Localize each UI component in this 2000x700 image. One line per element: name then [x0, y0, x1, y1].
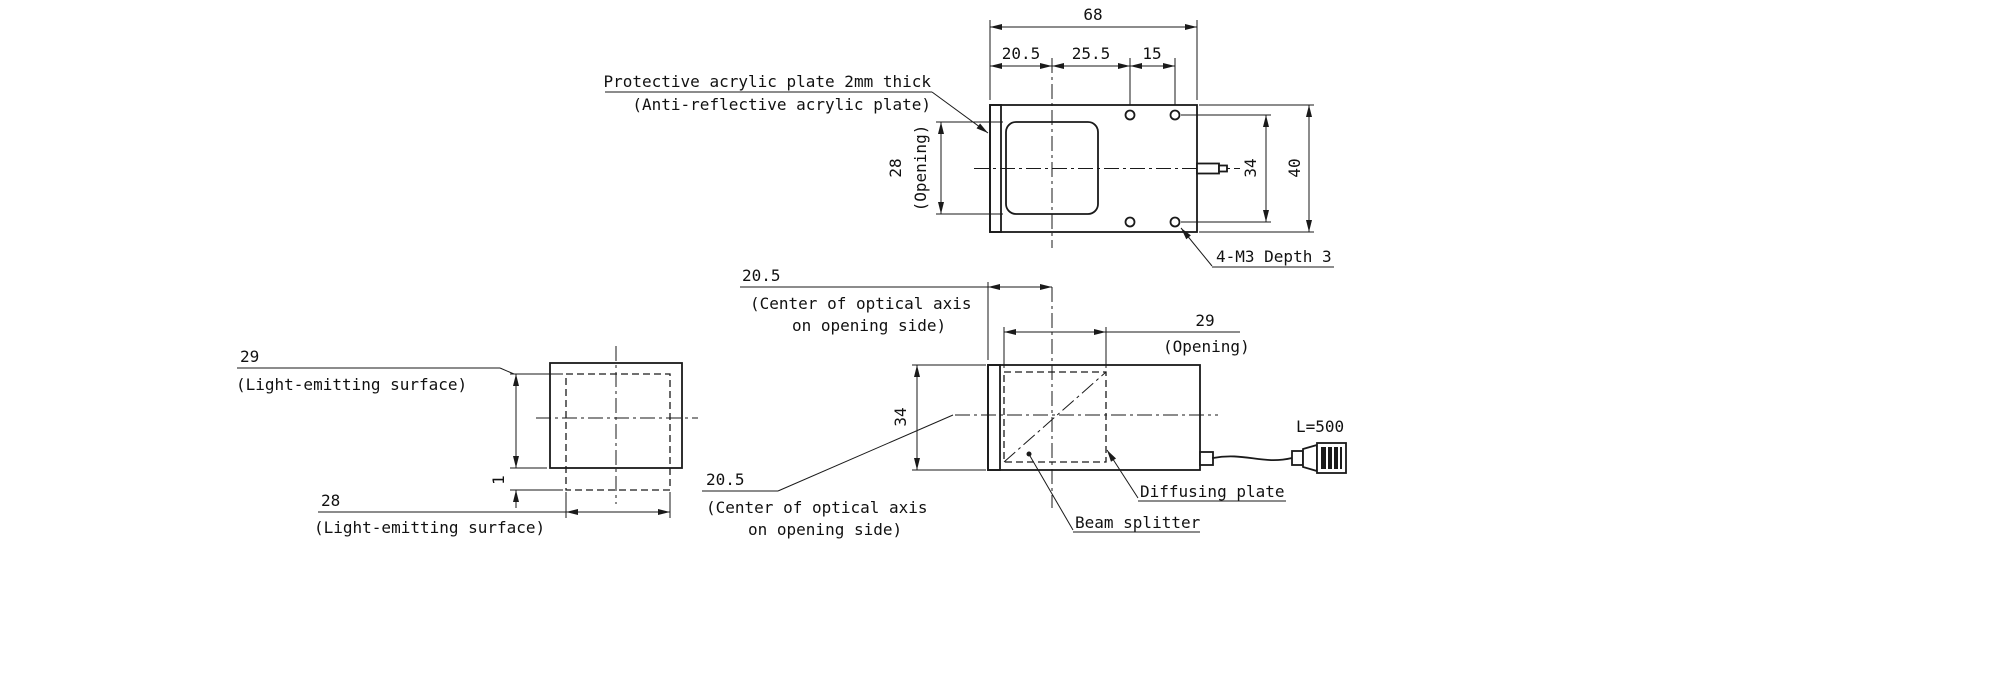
dim-surface-height: 29	[240, 347, 259, 366]
protective-label-line1: Protective acrylic plate 2mm thick	[603, 72, 931, 91]
dim-total-width: 68	[1083, 5, 1102, 24]
dim-surface-width-note: (Light-emitting surface)	[314, 518, 545, 537]
dim-hole-col-spacing2: 15	[1142, 44, 1161, 63]
cable-gland-stub	[1196, 162, 1220, 175]
axis-note-bottom-line2: on opening side)	[748, 520, 902, 539]
connector-crimp	[1302, 443, 1318, 473]
dim-surface-width: 28	[321, 491, 340, 510]
dim-protrusion: 1	[489, 475, 508, 485]
diffusing-plate-label: Diffusing plate	[1140, 482, 1285, 501]
axis-note-top-line1: (Center of optical axis	[750, 294, 972, 313]
dim-opening-center-offset: 20.5	[1002, 44, 1041, 63]
dim-body-depth: 40	[1285, 158, 1304, 177]
dim-hole-row-span: 34	[1241, 158, 1260, 177]
m3-hole	[1169, 109, 1181, 121]
beam-splitter-leader	[1029, 455, 1074, 531]
axis-offset-bottom-leader	[777, 414, 954, 492]
m3-hole	[1124, 109, 1136, 121]
height-label-leader	[499, 367, 515, 375]
protective-label-line2: (Anti-reflective acrylic plate)	[632, 95, 931, 114]
dim-hole-col-spacing: 25.5	[1072, 44, 1111, 63]
cable-exit-stub	[1199, 451, 1214, 466]
beam-splitter-leader-dot	[1026, 451, 1032, 457]
top-view: Protective acrylic plate 2mm thick (Anti…	[603, 5, 1334, 268]
diffusing-plate-leader	[1106, 449, 1139, 499]
mounting-hole-label: 4-M3 Depth 3	[1216, 247, 1332, 266]
opening-window	[1005, 121, 1099, 215]
front-view: 29 (Light-emitting surface) 1 28 (Light-…	[236, 346, 698, 537]
beam-splitter-cube-hidden-outline	[1003, 371, 1107, 463]
power-cable	[1211, 455, 1294, 462]
cable-length-label: L=500	[1296, 417, 1344, 436]
dim-surface-height-note: (Light-emitting surface)	[236, 375, 467, 394]
cable-ferrule	[1291, 450, 1304, 466]
m3-leader-line	[1180, 227, 1213, 267]
protective-leader-line	[931, 91, 989, 134]
cable-gland-tip	[1218, 164, 1228, 173]
dim-opening-width-note: (Opening)	[1163, 337, 1250, 356]
dim-axis-offset-bottom: 20.5	[706, 470, 745, 489]
axis-note-bottom-line1: (Center of optical axis	[706, 498, 928, 517]
beam-splitter-diagonal	[1003, 371, 1107, 463]
dim-body-height: 34	[891, 407, 910, 426]
side-view-body	[987, 364, 1201, 471]
m3-hole	[1169, 216, 1181, 228]
dim-opening-height: 28	[886, 158, 905, 177]
dim-opening-width: 29	[1195, 311, 1214, 330]
acrylic-plate-hatched-strip	[989, 104, 1002, 233]
m3-hole	[1124, 216, 1136, 228]
dim-opening-height-note: (Opening)	[911, 125, 930, 212]
beam-splitter-label: Beam splitter	[1075, 513, 1201, 532]
axis-note-top-line2: on opening side)	[792, 316, 946, 335]
dim-axis-offset-top: 20.5	[742, 266, 781, 285]
side-view: 20.5 (Center of optical axis on opening …	[702, 266, 1347, 539]
acrylic-plate-hatched-strip	[987, 364, 1001, 471]
